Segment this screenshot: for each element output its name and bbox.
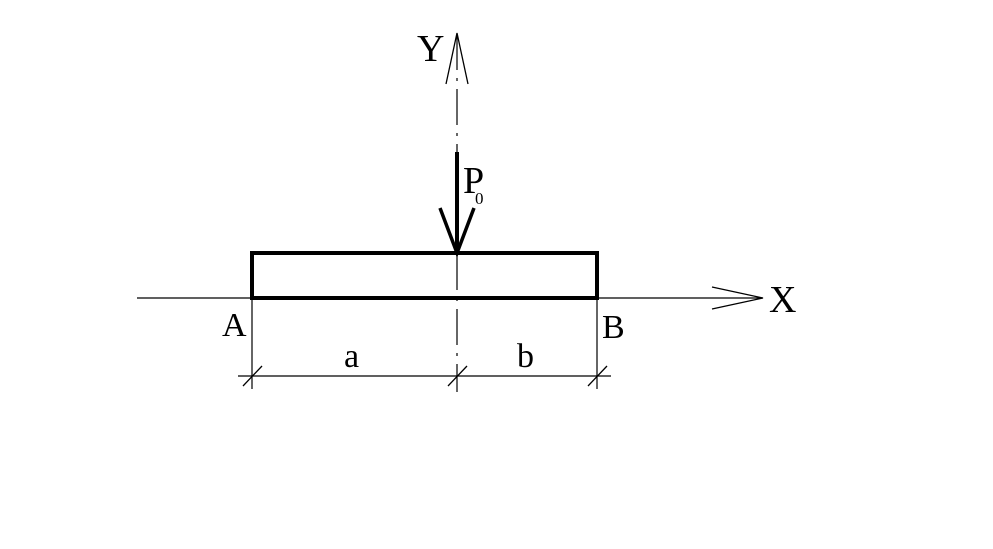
x-axis-label: X xyxy=(769,279,796,321)
y-axis-label: Y xyxy=(417,28,444,70)
load-symbol: P xyxy=(463,160,484,202)
dimension-a-label: a xyxy=(344,338,359,375)
point-a-label: A xyxy=(222,307,247,344)
dimension-tick-left xyxy=(242,365,263,387)
load-label: P xyxy=(463,160,484,202)
point-b-label: B xyxy=(602,309,625,346)
dimension-tick-middle xyxy=(447,365,468,387)
y-axis-arrowhead xyxy=(445,32,469,85)
load-arrow xyxy=(438,152,476,258)
load-subscript: 0 xyxy=(475,189,484,208)
dimension-b-label: b xyxy=(517,338,534,375)
dimension-extension-lines xyxy=(251,300,598,389)
x-axis-arrowhead xyxy=(711,286,764,310)
load-arrow-head xyxy=(438,207,476,258)
beam xyxy=(250,251,599,300)
dimension-line xyxy=(238,365,611,387)
dimension-tick-right xyxy=(587,365,608,387)
